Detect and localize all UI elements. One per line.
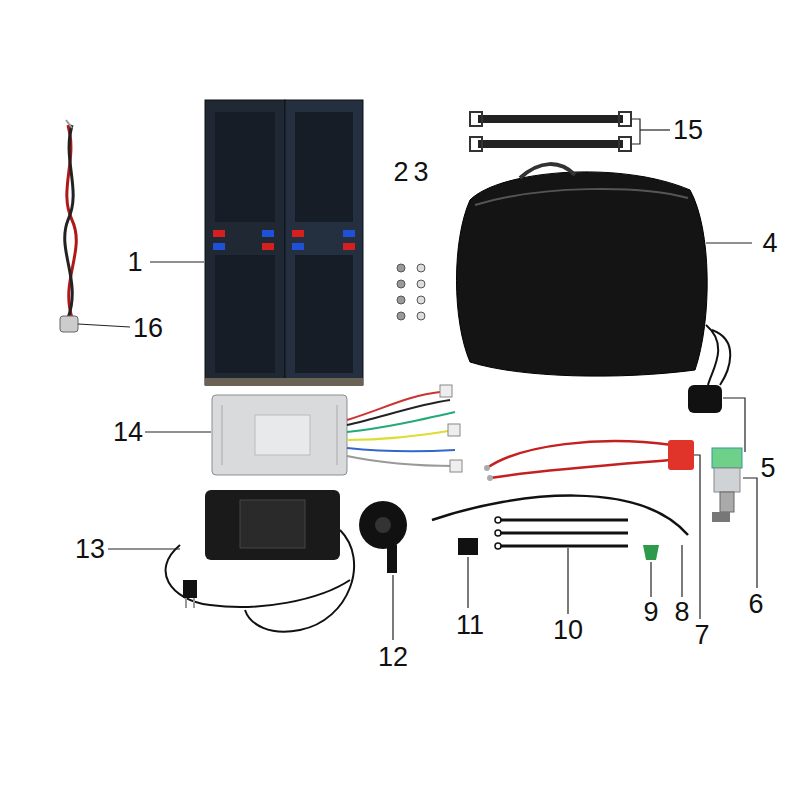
callout-number: 8 bbox=[674, 599, 689, 626]
battery-gauge bbox=[688, 325, 730, 413]
fuse bbox=[643, 545, 659, 560]
callout-number: 15 bbox=[673, 117, 703, 144]
callout-number: 13 bbox=[75, 536, 105, 563]
callout-number: 5 bbox=[760, 455, 775, 482]
callout-number: 11 bbox=[456, 612, 484, 639]
callout-number: 3 bbox=[413, 159, 428, 186]
battery-bag bbox=[457, 164, 708, 376]
straps bbox=[470, 112, 631, 151]
jumper-wires bbox=[495, 517, 628, 549]
callout-number: 4 bbox=[762, 230, 777, 257]
callout-number: 12 bbox=[378, 644, 408, 671]
callout-number: 2 bbox=[393, 159, 408, 186]
callout-number: 1 bbox=[127, 249, 142, 276]
leader-lines bbox=[78, 119, 757, 640]
ground-wire bbox=[432, 496, 688, 535]
power-lead bbox=[484, 440, 694, 481]
key-switch bbox=[712, 448, 742, 522]
callout-number: 6 bbox=[748, 591, 763, 618]
callout-number: 7 bbox=[694, 622, 709, 649]
nuts-washers bbox=[397, 264, 425, 320]
battery-cable bbox=[60, 120, 78, 332]
callout-number: 10 bbox=[553, 617, 583, 644]
callout-number: 16 bbox=[133, 315, 163, 342]
callout-number: 9 bbox=[643, 599, 658, 626]
connector-block bbox=[458, 538, 478, 555]
controller bbox=[212, 385, 462, 475]
horn bbox=[359, 501, 407, 573]
battery-pack bbox=[205, 100, 363, 386]
charger bbox=[166, 490, 355, 632]
callout-number: 14 bbox=[113, 419, 143, 446]
